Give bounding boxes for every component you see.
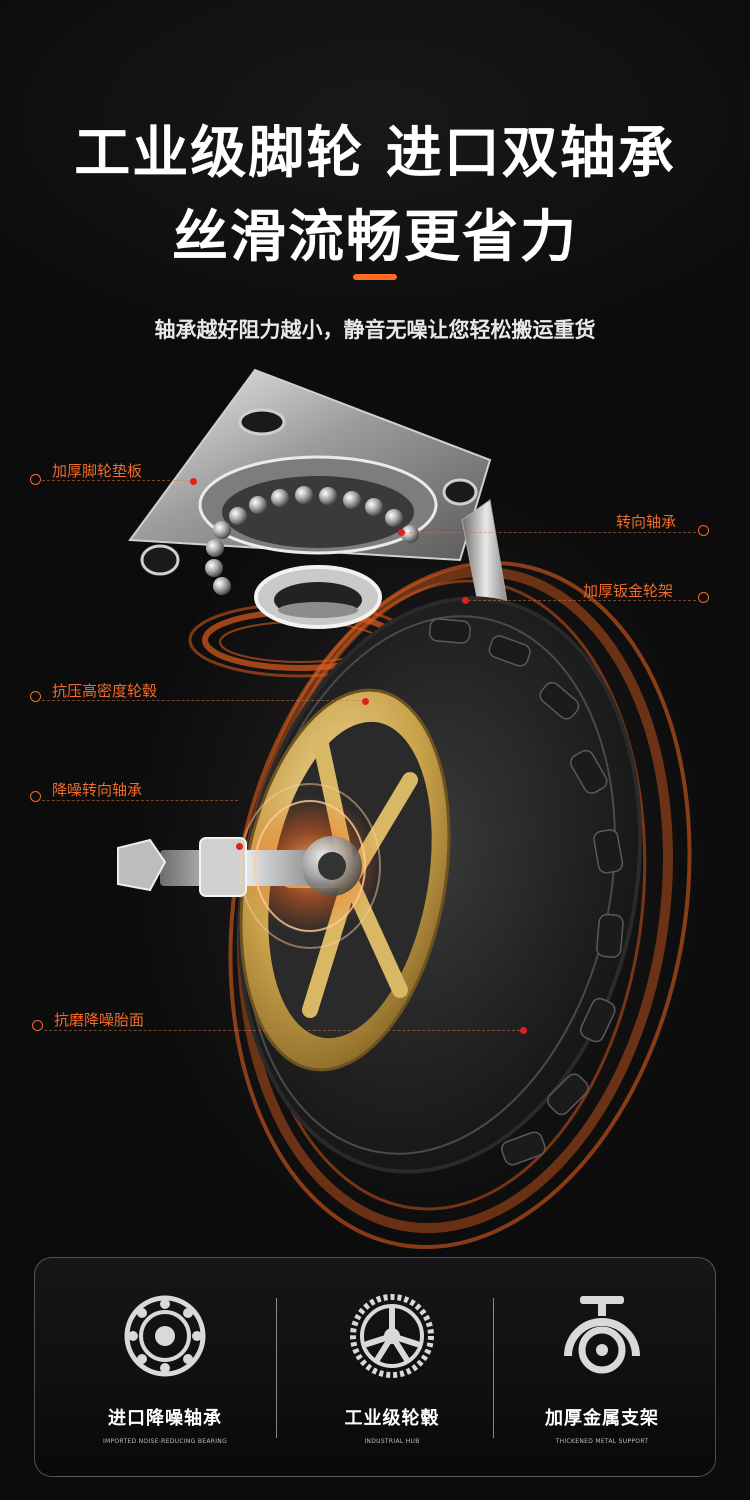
callout-leader (404, 532, 696, 533)
feature-title: 工业级轮毂 (344, 1408, 440, 1429)
callout-label: 加厚钣金轮架 (583, 582, 674, 600)
subtitle: 轴承越好阻力越小，静音无噪让您轻松搬运重货 (154, 318, 596, 342)
callout-label: 抗压高密度轮毂 (52, 682, 158, 700)
bearing-icon (123, 1294, 207, 1378)
ball-bearings (205, 486, 419, 595)
accent-divider (353, 274, 397, 280)
feature-panel: 进口降噪轴承 IMPORTED NOISE-REDUCING BEARING 工… (34, 1257, 716, 1477)
callout-marker-icon (698, 525, 709, 536)
callout-point (236, 843, 243, 850)
callout-leader (468, 600, 696, 601)
callout-label: 加厚脚轮垫板 (52, 462, 143, 480)
mounting-plate (128, 368, 492, 576)
feature-hub: 工业级轮毂 INDUSTRIAL HUB (279, 1258, 505, 1476)
axle (117, 836, 362, 897)
callout-label: 转向轴承 (616, 513, 677, 531)
callout-marker-icon (32, 1020, 43, 1031)
callout-marker-icon (30, 474, 41, 485)
callout-leader (42, 800, 238, 801)
feature-title: 进口降噪轴承 (108, 1408, 222, 1429)
feature-title: 加厚金属支架 (545, 1408, 659, 1429)
callout-marker-icon (30, 691, 41, 702)
callout-marker-icon (30, 791, 41, 802)
caster-wheel-illustration (117, 368, 692, 1249)
callout-leader (44, 1030, 520, 1031)
callout-leader (42, 480, 190, 481)
feature-subtitle: THICKENED METAL SUPPORT (555, 1438, 649, 1445)
feature-bearing: 进口降噪轴承 IMPORTED NOISE-REDUCING BEARING (52, 1258, 278, 1476)
callout-label: 降噪转向轴承 (52, 781, 143, 799)
feature-divider (493, 1298, 494, 1438)
headline-line-2: 丝滑流畅更省力 (172, 205, 578, 270)
callout-point (398, 529, 405, 536)
callout-leader (42, 700, 364, 701)
feature-subtitle: INDUSTRIAL HUB (364, 1438, 420, 1445)
feature-subtitle: IMPORTED NOISE-REDUCING BEARING (102, 1438, 228, 1445)
wheel-hub-icon (350, 1294, 434, 1378)
caster-support-icon (560, 1294, 644, 1378)
feature-support: 加厚金属支架 THICKENED METAL SUPPORT (489, 1258, 715, 1476)
callout-point (520, 1027, 527, 1034)
callout-point (362, 698, 369, 705)
feature-divider (276, 1298, 277, 1438)
callout-label: 抗磨降噪胎面 (54, 1011, 145, 1029)
callout-point (190, 478, 197, 485)
callout-point (462, 597, 469, 604)
callout-marker-icon (698, 592, 709, 603)
headline-line-1: 工业级脚轮 进口双轴承 (74, 121, 676, 186)
